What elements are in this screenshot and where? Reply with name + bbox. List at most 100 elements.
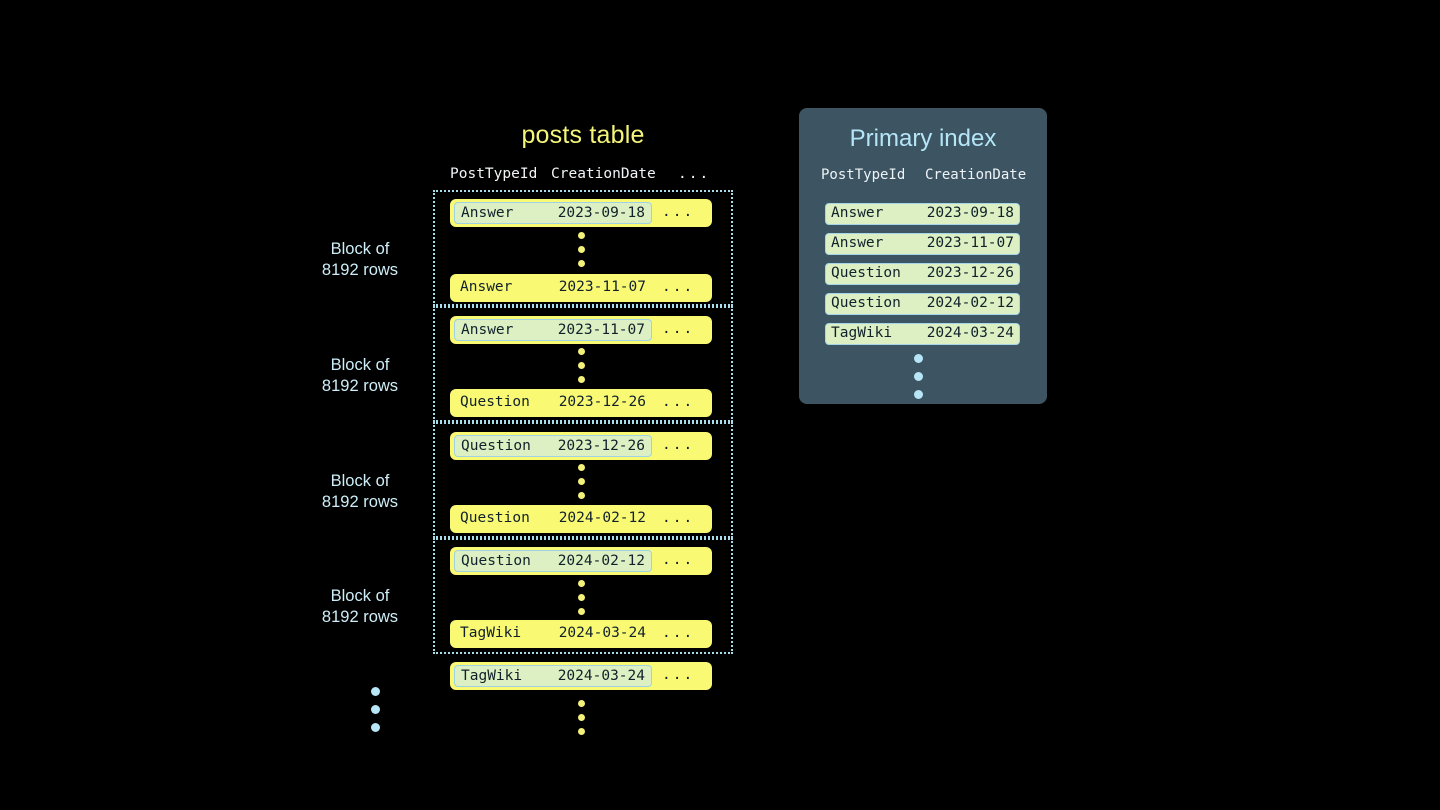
dot <box>578 348 585 355</box>
posts-table-title: posts table <box>521 121 645 149</box>
block-label-line2: 8192 rows <box>321 608 399 626</box>
row-creationdate: 2024-03-24 <box>557 668 645 684</box>
index-entry: Question 2024-02-12 <box>825 293 1020 315</box>
index-entry: Question 2023-12-26 <box>825 263 1020 285</box>
row-continuation-dots <box>577 348 586 383</box>
row-more: ... <box>662 204 695 220</box>
block-label: Block of 8192 rows <box>300 471 420 513</box>
row-highlight-chip: Question 2023-12-26 <box>454 435 652 457</box>
row-cells: Question 2023-12-26 <box>454 392 652 414</box>
dot <box>578 362 585 369</box>
dot <box>578 376 585 383</box>
dot <box>578 478 585 485</box>
index-posttypeid: Answer <box>831 205 884 221</box>
dot <box>578 608 585 615</box>
row-more: ... <box>662 552 695 568</box>
block-boundary <box>433 538 733 654</box>
dot <box>578 246 585 253</box>
block-label-line1: Block of <box>330 587 390 605</box>
dot <box>578 594 585 601</box>
dot <box>914 390 923 399</box>
dot <box>578 728 585 735</box>
index-creationdate: 2023-11-07 <box>926 235 1014 251</box>
row-posttypeid: Question <box>460 394 530 410</box>
table-row: TagWiki 2024-03-24 ... <box>450 662 712 690</box>
block-label-line1: Block of <box>330 472 390 490</box>
row-highlight-chip: Question 2024-02-12 <box>454 550 652 572</box>
dot <box>578 700 585 707</box>
dot <box>578 492 585 499</box>
row-highlight-chip: Answer 2023-11-07 <box>454 319 652 341</box>
row-creationdate: 2023-11-07 <box>558 279 646 295</box>
index-posttypeid: Question <box>831 295 901 311</box>
row-posttypeid: Answer <box>461 205 514 221</box>
dot <box>578 464 585 471</box>
row-more: ... <box>662 394 695 410</box>
row-creationdate: 2023-09-18 <box>557 205 645 221</box>
row-more: ... <box>662 510 695 526</box>
column-header-more: ... <box>678 166 711 182</box>
index-posttypeid: Question <box>831 265 901 281</box>
row-cells: TagWiki 2024-03-24 <box>454 623 652 645</box>
dot <box>914 372 923 381</box>
column-header-creationdate: CreationDate <box>551 166 656 182</box>
index-creationdate: 2024-02-12 <box>926 295 1014 311</box>
row-more: ... <box>662 625 695 641</box>
column-header-posttypeid: PostTypeId <box>450 166 538 182</box>
dot <box>371 705 380 714</box>
table-row: Answer 2023-11-07 ... <box>450 316 712 344</box>
row-continuation-dots <box>577 580 586 615</box>
row-more: ... <box>662 437 695 453</box>
primary-index-panel: Primary index PostTypeId CreationDate An… <box>799 108 1047 404</box>
row-creationdate: 2024-02-12 <box>558 510 646 526</box>
row-highlight-chip: TagWiki 2024-03-24 <box>454 665 652 687</box>
row-posttypeid: Question <box>461 438 531 454</box>
dot <box>371 687 380 696</box>
row-cells: Question 2024-02-12 <box>454 508 652 530</box>
table-row: Question 2023-12-26 ... <box>450 389 712 417</box>
block-boundary <box>433 422 733 538</box>
row-more: ... <box>662 667 695 683</box>
block-label-line2: 8192 rows <box>321 377 399 395</box>
row-posttypeid: Answer <box>460 279 513 295</box>
row-highlight-chip: Answer 2023-09-18 <box>454 202 652 224</box>
column-header-creationdate: CreationDate <box>925 167 1027 183</box>
dot <box>578 232 585 239</box>
primary-index-column-headers: PostTypeId CreationDate <box>799 167 1047 187</box>
table-row: Answer 2023-11-07 ... <box>450 274 712 302</box>
primary-index-title: Primary index <box>849 125 997 152</box>
row-continuation-dots <box>577 232 586 267</box>
table-row: Answer 2023-09-18 ... <box>450 199 712 227</box>
posts-table-column-headers: PostTypeId CreationDate ... <box>433 166 733 186</box>
dot <box>578 260 585 267</box>
index-entry: Answer 2023-11-07 <box>825 233 1020 255</box>
row-more: ... <box>662 279 695 295</box>
row-creationdate: 2024-03-24 <box>558 625 646 641</box>
block-label: Block of 8192 rows <box>300 586 420 628</box>
block-label-line1: Block of <box>330 240 390 258</box>
table-row: Question 2024-02-12 ... <box>450 505 712 533</box>
table-continuation-dots <box>577 700 586 735</box>
dot <box>578 714 585 721</box>
row-posttypeid: Answer <box>461 322 514 338</box>
index-creationdate: 2023-12-26 <box>926 265 1014 281</box>
row-continuation-dots <box>577 464 586 499</box>
row-creationdate: 2024-02-12 <box>557 553 645 569</box>
index-entry: Answer 2023-09-18 <box>825 203 1020 225</box>
table-row: Question 2024-02-12 ... <box>450 547 712 575</box>
block-label: Block of 8192 rows <box>300 239 420 281</box>
block-label: Block of 8192 rows <box>300 355 420 397</box>
dot <box>578 580 585 587</box>
table-row: Question 2023-12-26 ... <box>450 432 712 460</box>
block-boundary <box>433 306 733 422</box>
block-label-line2: 8192 rows <box>321 493 399 511</box>
row-posttypeid: TagWiki <box>460 625 522 641</box>
row-posttypeid: TagWiki <box>461 668 523 684</box>
table-row: TagWiki 2024-03-24 ... <box>450 620 712 648</box>
block-continuation-dots <box>371 687 380 732</box>
index-continuation-dots <box>914 354 923 399</box>
column-header-posttypeid: PostTypeId <box>821 167 906 183</box>
dot <box>914 354 923 363</box>
row-posttypeid: Question <box>461 553 531 569</box>
